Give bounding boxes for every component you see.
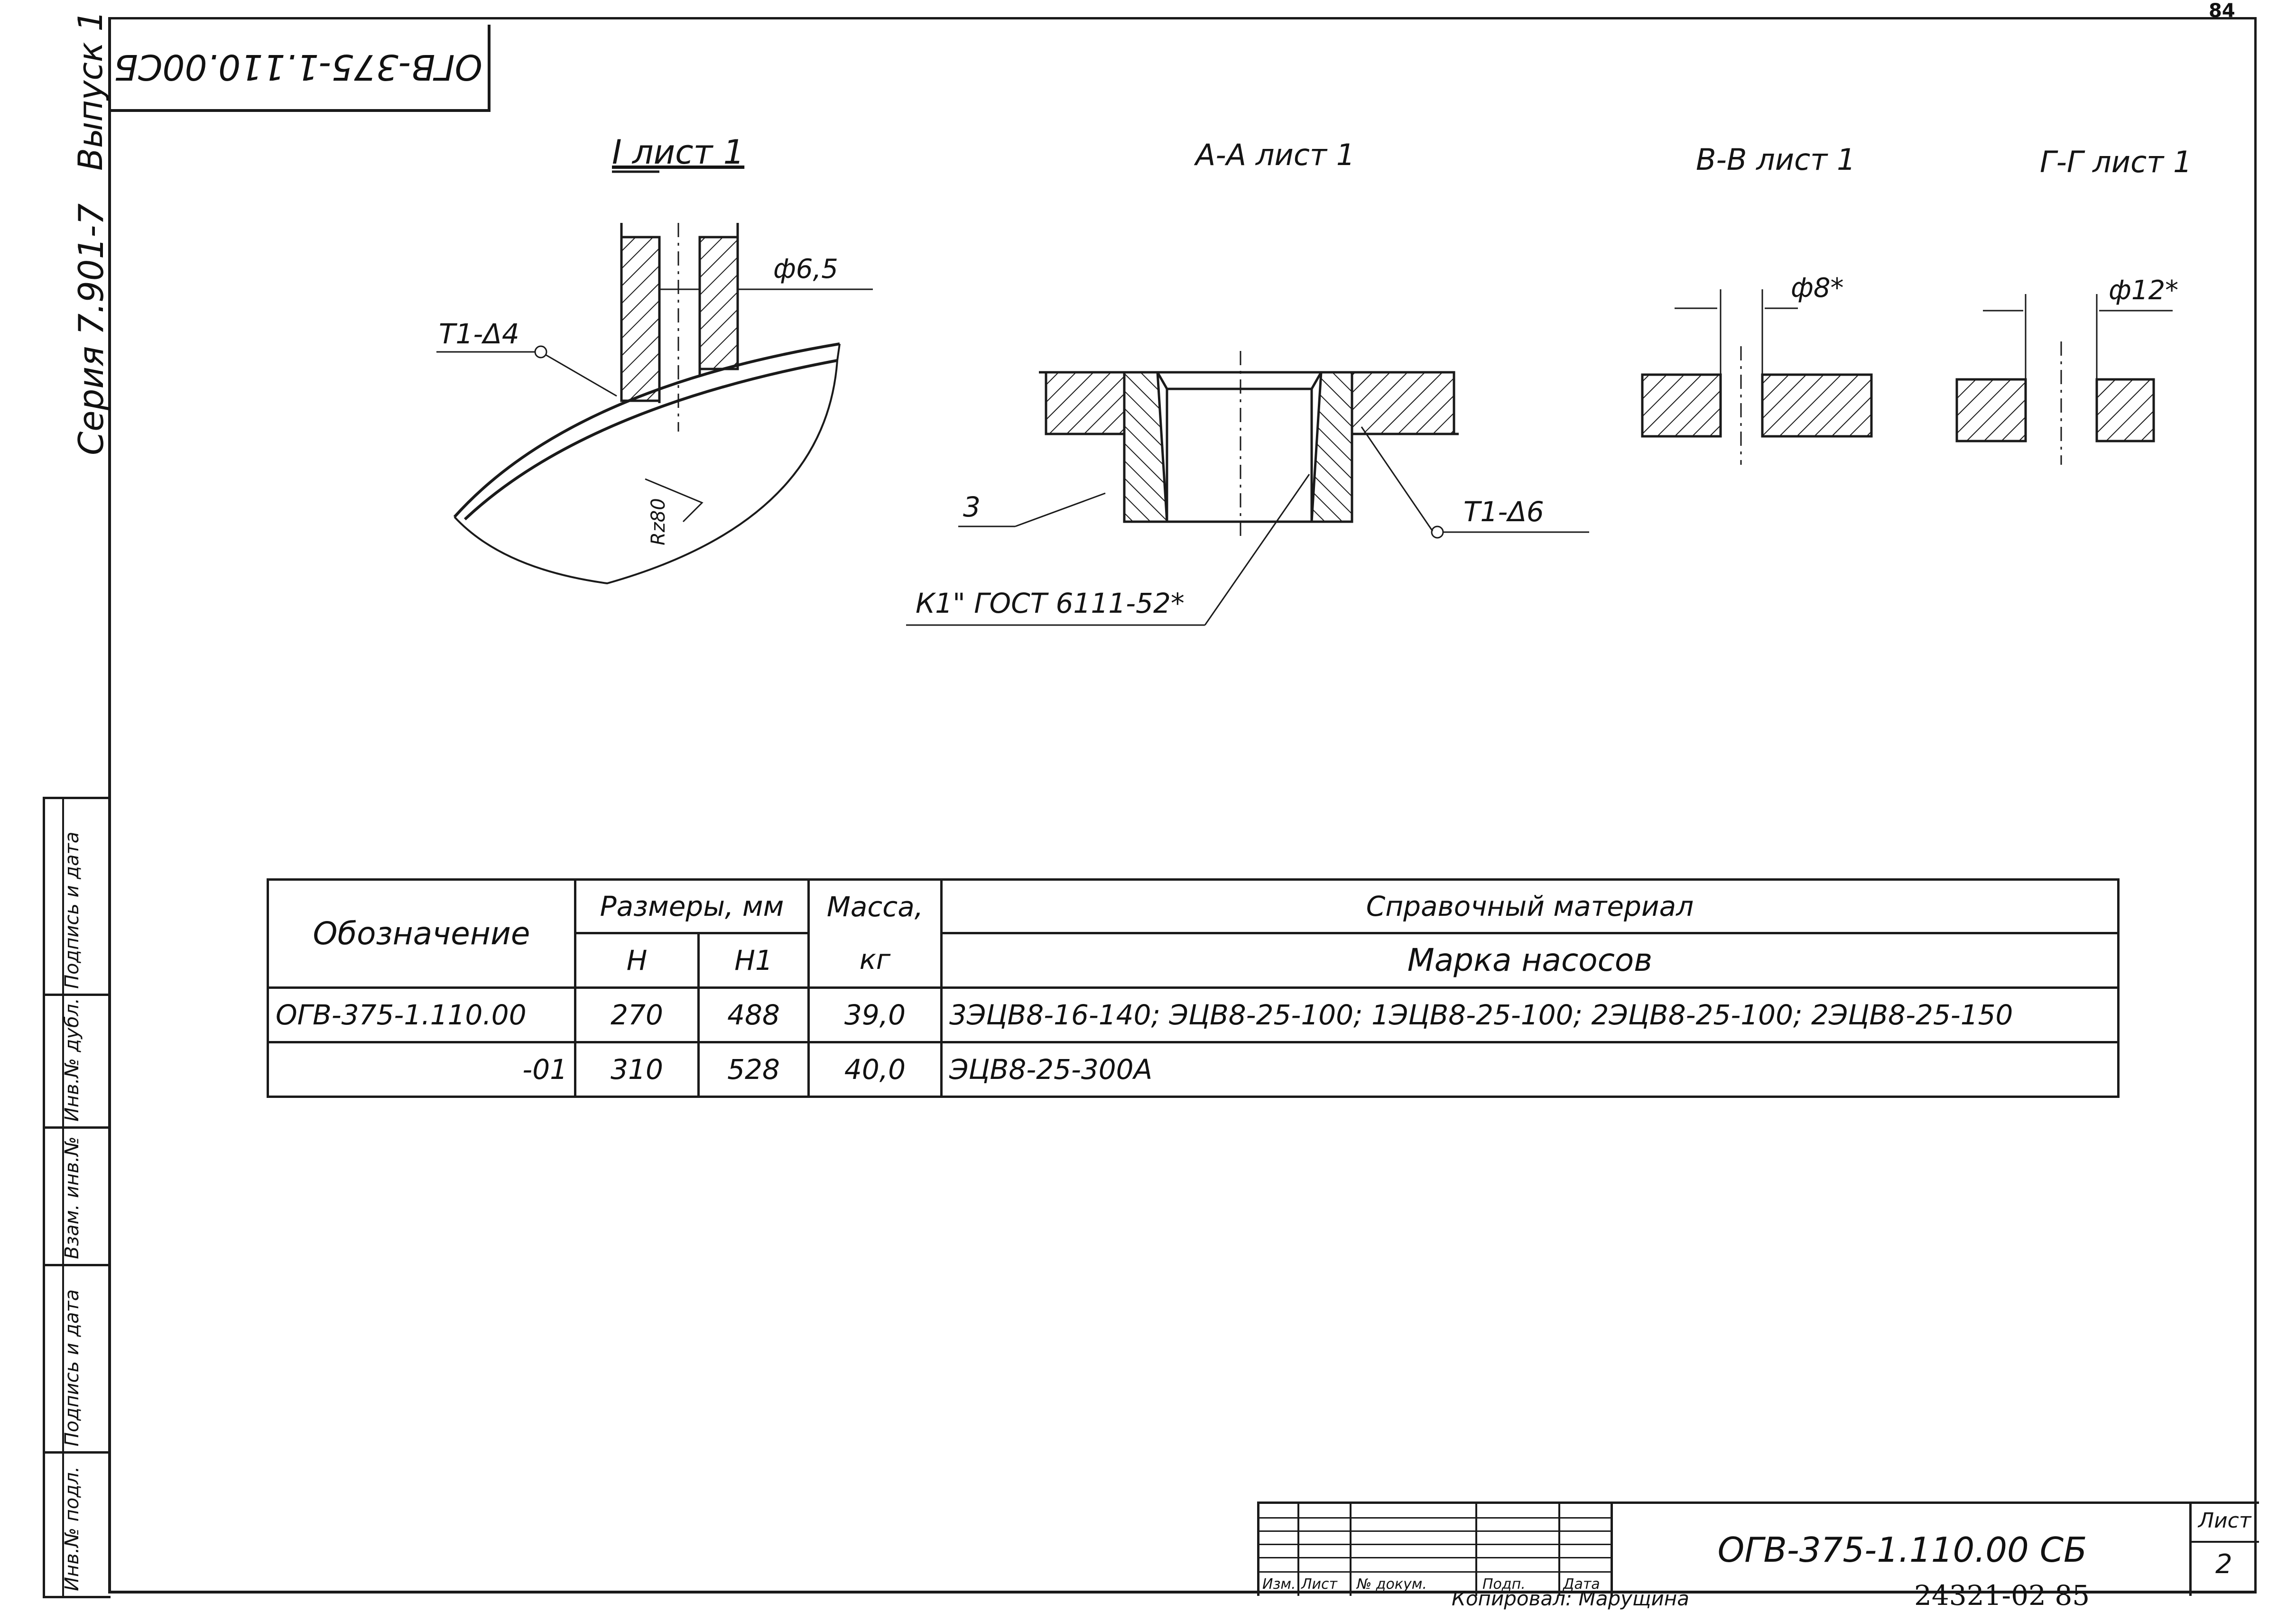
cell-h1: 488 <box>697 986 810 1043</box>
dim-phi-6-5: ф6,5 <box>773 254 838 285</box>
title-designation-cell: ОГВ-375-1.110.00 СБ <box>1611 1501 2192 1596</box>
stamp-divider <box>62 799 64 1596</box>
title-block: Изм. Лист № докум. Подп. Дата ОГВ-375-1.… <box>1257 1501 2259 1596</box>
sheet-number: 2 <box>2215 1549 2232 1580</box>
cell-mass: 39,0 <box>807 986 943 1043</box>
view-i-drawing <box>436 170 873 585</box>
dim-phi-12: ф12* <box>2109 275 2179 306</box>
table-row: -01 310 528 40,0 ЭЦВ8-25-300А <box>267 1041 2120 1098</box>
grid-line <box>1350 1504 1352 1596</box>
grid-line <box>1259 1517 1613 1519</box>
view-aa-drawing <box>906 351 1589 626</box>
cell-h: 270 <box>574 986 700 1043</box>
view-bb-drawing <box>1641 289 1873 465</box>
frame-bottom <box>108 1591 2257 1594</box>
sheet-label: Лист <box>2198 1509 2251 1533</box>
dim-phi-8: ф8* <box>1791 273 1844 304</box>
grid-line <box>1558 1504 1560 1596</box>
header-reference: Справочный материал <box>940 878 2120 934</box>
callout-part-3: 3 <box>963 491 981 523</box>
header-designation: Обозначение <box>267 878 576 989</box>
col-date: Дата <box>1563 1576 1600 1593</box>
thread-note: К1" ГОСТ 6111-52* <box>916 587 1185 619</box>
view-bb-title: В-В лист 1 <box>1696 142 1856 177</box>
col-sign: Подп. <box>1482 1576 1526 1593</box>
col-izm: Изм. <box>1262 1576 1296 1593</box>
weld-symbol-1: Т1-Δ4 <box>439 318 519 350</box>
grid-line <box>1297 1504 1299 1596</box>
view-gg-title: Г-Г лист 1 <box>2040 145 2192 179</box>
header-pump: Марка насосов <box>940 931 2120 989</box>
cell-pumps: 3ЭЦВ8-16-140; ЭЦВ8-25-100; 1ЭЦВ8-25-100;… <box>940 986 2120 1043</box>
header-dimensions: Размеры, мм <box>574 878 810 934</box>
col-doc: № докум. <box>1357 1576 1427 1593</box>
stamp-row-line <box>45 994 111 996</box>
archive-number: 24321-02 85 <box>1914 1579 2090 1612</box>
copied-by: Копировал: Марущина <box>1452 1587 1690 1610</box>
left-stamp: Подпись и дата Инв.№ дубл. Взам. инв.№ П… <box>43 797 111 1598</box>
specification-table: Обозначение Размеры, мм Масса, Справочны… <box>267 878 2120 1098</box>
grid-line <box>1259 1530 1613 1532</box>
frame-top <box>108 17 2256 19</box>
frame-left <box>108 17 111 1593</box>
cell-designation: ОГВ-375-1.110.00 <box>267 986 576 1043</box>
header-h1: Н1 <box>697 931 810 989</box>
view-aa-title: А-А лист 1 <box>1195 138 1355 172</box>
view-i-title: I лист 1 <box>612 133 745 172</box>
roughness-mark: Rz80 <box>648 498 669 545</box>
cell-h1: 528 <box>697 1041 810 1098</box>
grid-line <box>1259 1571 1613 1573</box>
cell-mass: 40,0 <box>807 1041 943 1098</box>
frame-right <box>2254 17 2257 1593</box>
stamp-row-line <box>45 1264 111 1266</box>
grid-line <box>1259 1557 1613 1558</box>
col-list: Лист <box>1301 1576 1338 1593</box>
sheet-divider <box>2192 1541 2259 1543</box>
header-mass: Масса, <box>807 878 943 933</box>
cell-pumps: ЭЦВ8-25-300А <box>940 1041 2120 1098</box>
weld-symbol-2: Т1-Δ6 <box>1463 496 1544 528</box>
grid-line <box>1475 1504 1477 1596</box>
doc-code-box: ОГВ-375-1.110.00СБ <box>108 25 491 112</box>
revision-grid: Изм. Лист № докум. Подп. Дата <box>1257 1501 1613 1596</box>
stamp-row-line <box>45 1451 111 1454</box>
sheet-cell: Лист 2 <box>2189 1501 2259 1596</box>
grid-line <box>1259 1544 1613 1545</box>
cell-h: 310 <box>574 1041 700 1098</box>
cell-designation: -01 <box>267 1041 576 1098</box>
header-h: Н <box>574 931 700 989</box>
stamp-row-line <box>45 1126 111 1129</box>
table-row: ОГВ-375-1.110.00 270 488 39,0 3ЭЦВ8-16-1… <box>267 986 2120 1043</box>
header-mass-unit: кг <box>807 933 943 989</box>
view-gg-drawing <box>1955 294 2173 465</box>
title-designation: ОГВ-375-1.110.00 СБ <box>1717 1530 2087 1570</box>
